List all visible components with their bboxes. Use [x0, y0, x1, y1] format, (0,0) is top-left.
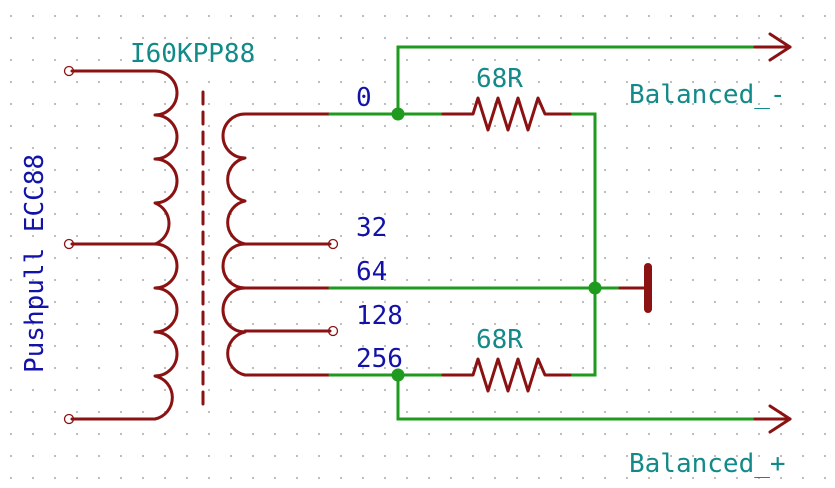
tap-128-pin-icon[interactable]	[327, 325, 339, 337]
arrow-right-icon-balanced-minus[interactable]	[753, 32, 792, 62]
secondary-winding	[221, 112, 339, 377]
tap-32-pin-icon[interactable]	[327, 238, 339, 250]
primary-pin-bottom-icon[interactable]	[63, 413, 75, 425]
primary-pin-center-icon[interactable]	[63, 238, 75, 250]
net-label-balanced-minus: Balanced_-	[629, 80, 786, 110]
tap-label-0: 0	[356, 83, 372, 113]
arrow-right-icon-balanced-plus[interactable]	[753, 404, 792, 434]
ground-icon[interactable]	[618, 263, 652, 313]
primary-coil	[153, 69, 179, 421]
junction-dot-ground	[588, 281, 602, 295]
junction-dot-bottom	[391, 368, 405, 382]
resistor-top-symbol[interactable]	[441, 96, 572, 132]
wire-center-rail[interactable]	[568, 112, 597, 377]
junction-dot-top	[391, 107, 405, 121]
resistor-top-value: 68R	[476, 64, 523, 94]
tap-label-32: 32	[356, 213, 387, 243]
resistor-bottom-value: 68R	[476, 325, 523, 355]
secondary-coil	[221, 112, 247, 377]
primary-winding	[63, 65, 179, 425]
tap-label-128: 128	[356, 301, 403, 331]
resistor-bottom-symbol[interactable]	[441, 357, 572, 393]
primary-circuit-label: Pushpull ECC88	[20, 154, 50, 373]
wires	[328, 45, 757, 421]
tap-label-256: 256	[356, 344, 403, 374]
wire-balanced-minus[interactable]	[396, 45, 757, 116]
wire-balanced-plus[interactable]	[396, 373, 757, 421]
primary-pin-top-icon[interactable]	[63, 65, 75, 77]
transformer-reference-label: I60KPP88	[130, 39, 255, 69]
net-label-balanced-plus: Balanced_+	[629, 449, 786, 479]
tap-label-64: 64	[356, 257, 387, 287]
